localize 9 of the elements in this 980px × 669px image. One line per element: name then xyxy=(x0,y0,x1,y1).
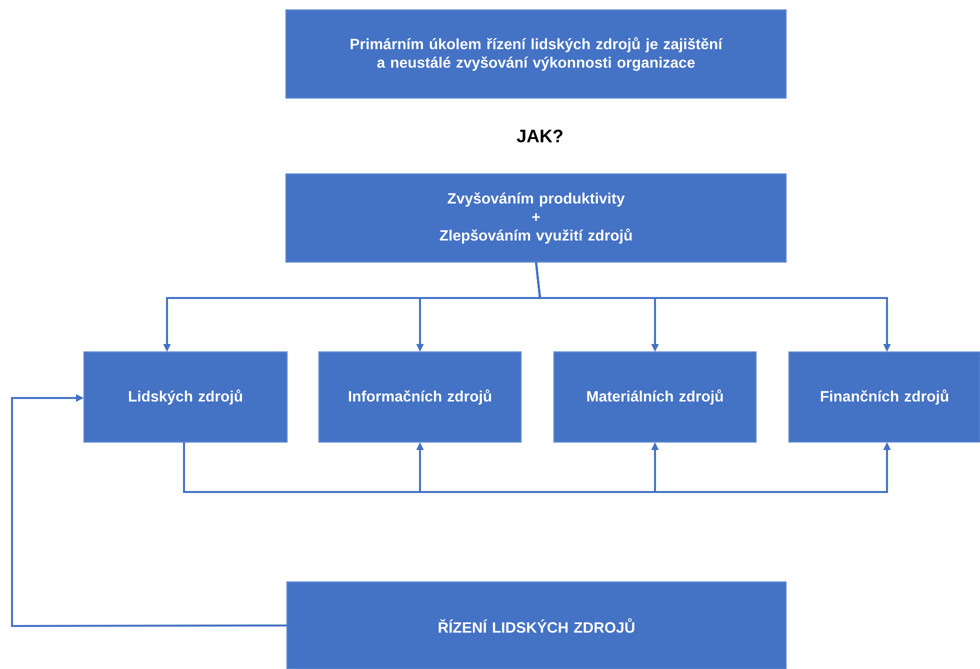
question-label: JAK? xyxy=(516,130,562,142)
process-box: Materiálních zdrojů xyxy=(553,351,757,443)
process-box: Zvyšováním produktivity + Zlepšováním využití zdrojů xyxy=(285,173,787,263)
process-box: ŘÍZENÍ LIDSKÝCH ZDROJŮ xyxy=(286,581,787,669)
arrow xyxy=(11,394,287,627)
process-box: Lidských zdrojů xyxy=(83,351,288,443)
process-box: Primárním úkolem řízení lidských zdrojů je zajištění a neustálé zvyšování výkonnosti organizace xyxy=(285,9,787,99)
process-box: Informačních zdrojů xyxy=(318,351,522,443)
process-box: Finančních zdrojů xyxy=(788,351,980,443)
